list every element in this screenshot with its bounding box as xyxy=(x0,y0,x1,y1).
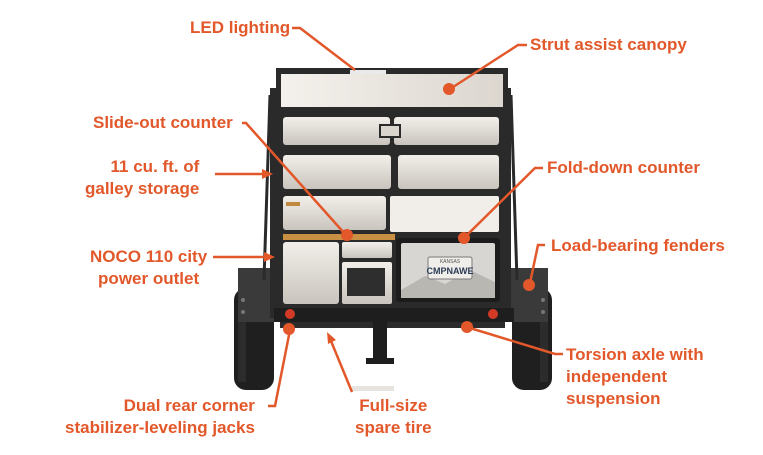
callout-fenders: Load-bearing fenders xyxy=(551,236,725,255)
callout-noco-outlet: NOCO 110 city power outlet xyxy=(90,247,208,288)
callout-spare-tire: Full-size spare tire xyxy=(355,396,432,437)
callout-arrowheads xyxy=(262,169,336,344)
callout-fold-down-counter: Fold-down counter xyxy=(547,158,700,177)
ground-shadow xyxy=(352,386,394,391)
callout-stabilizer-jacks: Dual rear corner stabilizer-leveling jac… xyxy=(65,396,255,437)
spare-tire-mount xyxy=(373,320,387,362)
led-light xyxy=(350,70,386,74)
callout-slide-out-counter: Slide-out counter xyxy=(93,113,233,132)
callout-dots xyxy=(283,83,535,335)
callout-strut-canopy: Strut assist canopy xyxy=(530,35,687,54)
license-plate xyxy=(427,256,473,280)
callout-lines xyxy=(213,26,563,408)
slide-out-board xyxy=(283,234,395,240)
callout-galley-storage: 11 cu. ft. of galley storage xyxy=(85,157,200,198)
rear-bumper xyxy=(274,308,514,322)
left-tail-light xyxy=(285,309,295,319)
plate-number: CMPNAWE xyxy=(427,266,474,276)
canopy-panel xyxy=(281,74,503,107)
right-tail-light xyxy=(488,309,498,319)
callout-torsion-axle: Torsion axle with independent suspension xyxy=(566,345,704,408)
callout-led-lighting: LED lighting xyxy=(190,18,291,37)
plate-state: KANSAS xyxy=(440,259,461,265)
